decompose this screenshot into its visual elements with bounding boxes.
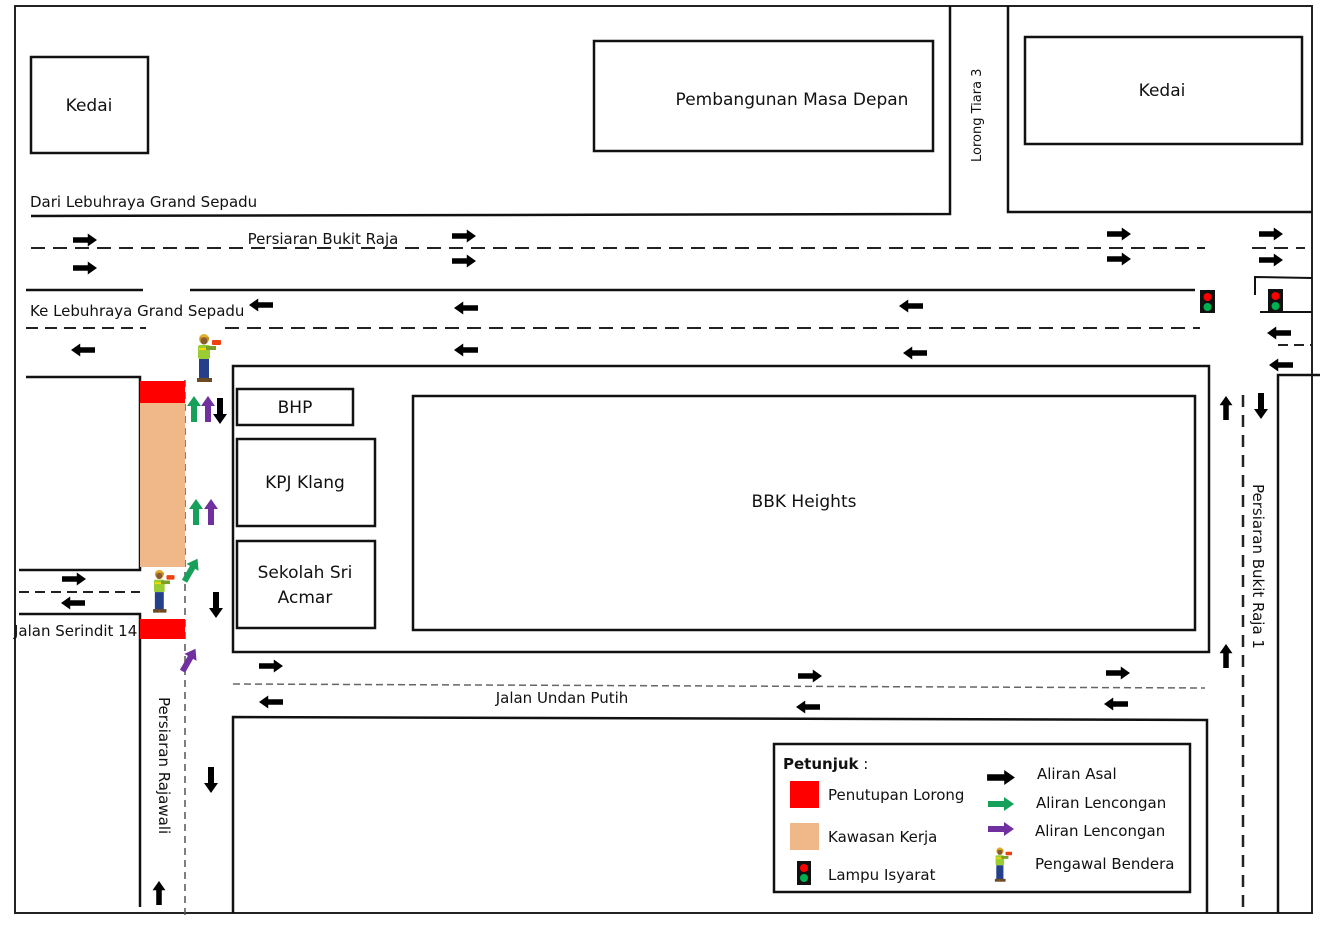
block-central	[231, 364, 1211, 654]
building-sekolah	[235, 539, 377, 630]
building-kedai-left	[29, 55, 150, 155]
kerb-bukit-raja-1-east	[1276, 373, 1320, 913]
block-left-upper	[19, 375, 142, 572]
arrow-detour-green-icon	[187, 396, 201, 422]
label-persiaran-bukit-raja: Persiaran Bukit Raja	[248, 230, 399, 248]
arrow-original-flow-icon	[213, 398, 227, 424]
label-kpj: KPJ Klang	[265, 473, 345, 493]
arrow-original-flow-icon	[62, 572, 86, 586]
building-pembangunan	[592, 39, 935, 153]
arrow-original-flow-icon	[73, 233, 97, 247]
arrow-original-flow-icon	[1259, 227, 1283, 241]
arrow-original-flow-icon	[71, 343, 95, 357]
legend-label-aliran-asal: Aliran Asal	[1037, 765, 1117, 783]
arrow-original-flow-icon	[1219, 644, 1233, 668]
arrow-original-flow-icon	[1259, 253, 1283, 267]
building-bhp	[235, 387, 355, 427]
label-bhp: BHP	[278, 398, 313, 418]
arrow-original-flow-icon	[152, 881, 166, 905]
arrow-original-flow-icon	[454, 343, 478, 357]
arrow-detour-purple-icon	[204, 499, 218, 525]
legend-label-pengawal: Pengawal Bendera	[1035, 855, 1175, 873]
work-zone	[140, 403, 185, 567]
label-persiaran-bukit-raja-1: Persiaran Bukit Raja 1	[1249, 484, 1267, 649]
label-bbk-heights: BBK Heights	[752, 492, 857, 512]
arrow-original-flow-icon	[249, 298, 273, 312]
label-pembangunan: Pembangunan Masa Depan	[676, 90, 909, 110]
arrow-original-flow-icon	[452, 229, 476, 243]
legend-label-lampu: Lampu Isyarat	[828, 866, 936, 884]
block-lower	[231, 715, 1209, 913]
arrow-detour-purple-icon	[201, 396, 215, 422]
arrow-original-flow-icon	[1269, 358, 1293, 372]
legend-box	[772, 742, 1192, 894]
arrow-original-flow-icon	[1107, 252, 1131, 266]
arrow-original-flow-icon	[61, 596, 85, 610]
building-bbk-heights	[411, 394, 1197, 632]
legend-label-penutupan: Penutupan Lorong	[828, 786, 964, 804]
flagman-icon	[153, 569, 175, 613]
arrow-original-flow-icon	[73, 261, 97, 275]
legend-title: Petunjuk :	[783, 755, 868, 773]
legend: Petunjuk : Penutupan Lorong Kawasan Kerj…	[772, 742, 1192, 894]
arrow-original-flow-icon	[259, 659, 283, 673]
arrow-original-flow-icon	[1104, 697, 1128, 711]
block-left-lower	[19, 612, 142, 907]
legend-traffic-light-icon	[797, 861, 811, 885]
arrow-original-flow-icon	[452, 254, 476, 268]
label-jalan-serindit: Jalan Serindit 14	[13, 622, 137, 640]
label-sekolah-line2: Acmar	[278, 588, 333, 608]
arrow-original-flow-icon	[259, 695, 283, 709]
arrow-original-flow-icon	[1267, 326, 1291, 340]
legend-tan-square-icon	[790, 823, 819, 850]
arrow-original-flow-icon	[798, 669, 822, 683]
block-boundary-upper-left	[30, 6, 952, 218]
arrow-original-flow-icon	[454, 301, 478, 315]
label-ke-lebuhraya: Ke Lebuhraya Grand Sepadu	[30, 302, 244, 320]
lane-divider-undan-putih	[232, 683, 1206, 689]
kerb-east-upper	[1254, 275, 1313, 295]
legend-label-kawasan: Kawasan Kerja	[828, 828, 937, 846]
label-sekolah-line1: Sekolah Sri	[258, 563, 353, 583]
flagman-icon	[197, 334, 221, 382]
legend-red-square-icon	[790, 781, 819, 808]
label-jalan-undan-putih: Jalan Undan Putih	[495, 689, 629, 707]
block-boundary-upper-right	[1006, 6, 1312, 214]
arrow-original-flow-icon	[796, 700, 820, 714]
arrow-detour-purple-icon	[176, 645, 202, 675]
label-kedai-left: Kedai	[66, 96, 113, 116]
label-kedai-right: Kedai	[1139, 81, 1186, 101]
arrow-original-flow-icon	[209, 592, 223, 618]
label-dari-lebuhraya: Dari Lebuhraya Grand Sepadu	[30, 193, 257, 211]
arrow-original-flow-icon	[204, 767, 218, 793]
arrow-original-flow-icon	[1107, 227, 1131, 241]
arrow-original-flow-icon	[1219, 396, 1233, 420]
traffic-light-icon	[1200, 290, 1215, 313]
building-kedai-right	[1023, 35, 1304, 146]
label-persiaran-rajawali: Persiaran Rajawali	[155, 697, 173, 834]
lane-closure-north	[140, 381, 185, 403]
traffic-light-icon	[1268, 289, 1283, 312]
arrow-original-flow-icon	[1254, 393, 1268, 419]
arrow-original-flow-icon	[899, 299, 923, 313]
arrow-original-flow-icon	[1106, 666, 1130, 680]
label-lorong-tiara: Lorong Tiara 3	[970, 69, 985, 162]
map-border	[14, 5, 1313, 914]
arrow-original-flow-icon	[903, 346, 927, 360]
legend-label-lencongan-purple: Aliran Lencongan	[1035, 822, 1165, 840]
legend-label-lencongan-green: Aliran Lencongan	[1036, 794, 1166, 812]
arrow-detour-green-icon	[189, 499, 203, 525]
building-kpj	[235, 437, 377, 528]
lane-closure-south	[140, 619, 185, 639]
